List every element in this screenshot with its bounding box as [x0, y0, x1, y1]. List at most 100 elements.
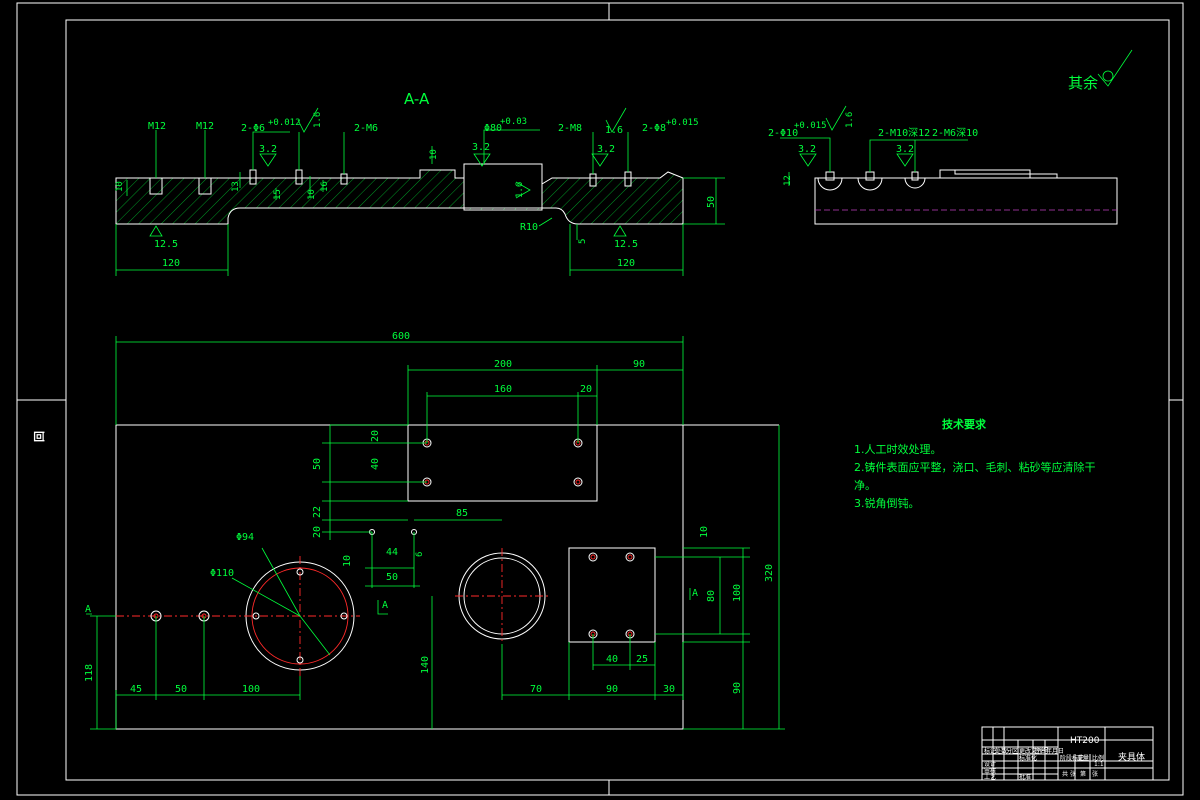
label-2m6: 2-M6	[354, 123, 378, 134]
label-2phi10: 2-Φ10	[768, 128, 798, 139]
tb-cell-11: 阶段标记	[1060, 754, 1084, 762]
note-2: 2.铸件表面应平整，浇口、毛刺、粘砂等应清除干	[854, 460, 1096, 474]
tb-cell-9: 工艺	[984, 773, 996, 781]
dim-s-r10: R10	[520, 222, 538, 233]
section-mark-right: A	[692, 588, 698, 599]
plan-view: 600 200 90 160 20 20 40 50 22 20 10 85 4…	[84, 331, 785, 730]
dim-s-120a: 120	[162, 258, 180, 269]
other-roughness: 其余	[1068, 49, 1133, 92]
section-title: A-A	[404, 90, 430, 108]
section-view: A-A M12 M12 2-Φ6 +0.012 2-M6 Φ80 +0.03 2…	[115, 90, 725, 276]
label-phi80: Φ80	[484, 123, 502, 134]
label-phi110: Φ110	[210, 568, 234, 579]
tb-cell-7: 标准化	[1019, 754, 1037, 762]
tech-notes: 技术要求 1.人工时效处理。 2.铸件表面应平整，浇口、毛刺、粘砂等应清除干 净…	[854, 417, 1096, 510]
dim-40r: 40	[606, 654, 618, 665]
tb-cell-6: 设计	[984, 760, 996, 768]
dim-s-10c: 10	[307, 189, 317, 200]
tb-cell-18: 张	[1092, 770, 1098, 778]
label-2m10: 2-M10深12	[878, 127, 930, 139]
dim-100b: 100	[242, 684, 260, 695]
label-m12-a: M12	[148, 121, 166, 132]
tb-cell-0: 标记	[984, 747, 996, 755]
tb-cell-8: 审核	[984, 767, 996, 775]
label-phi80-tol: +0.03	[500, 117, 527, 127]
dim-30: 30	[663, 684, 675, 695]
dim-50m: 50	[386, 572, 398, 583]
label-2phi6: 2-Φ6	[241, 123, 265, 134]
dim-s-5: 5	[578, 239, 588, 244]
dim-l-50: 50	[312, 458, 323, 470]
note-2-cont: 净。	[854, 478, 876, 492]
sheet-frame	[16, 2, 1184, 796]
ra-side-3-2-a: 3.2	[798, 144, 816, 155]
ra-3-2-a: 3.2	[259, 144, 277, 155]
dim-90r: 90	[732, 682, 743, 694]
ra-3-2-c: 3.2	[597, 144, 615, 155]
dim-70: 70	[530, 684, 542, 695]
side-view: 2-Φ10 +0.015 2-M10深12 2-M6深10 1.6 3.2 3.…	[768, 105, 1118, 225]
dim-6: 6	[415, 552, 425, 557]
label-2phi8-tol: +0.015	[666, 118, 699, 128]
dim-s-10a: 10	[115, 181, 125, 192]
ra-3-2-b: 3.2	[472, 142, 490, 153]
dim-320: 320	[764, 564, 775, 582]
ra-1-6-a: 1.6	[313, 112, 323, 128]
ra-12-5-b: 12.5	[614, 239, 638, 250]
dim-10r: 10	[699, 526, 710, 538]
dim-s-50: 50	[706, 196, 717, 208]
dim-l-10: 10	[342, 555, 353, 567]
tb-cell-4: 签名	[1034, 747, 1046, 755]
section-mark-left: A	[85, 604, 91, 615]
ra-12-5-a: 12.5	[154, 239, 178, 250]
dim-600: 600	[392, 331, 410, 342]
ra-1-6-c: 1.6	[515, 182, 525, 198]
dim-s-10b: 10	[429, 149, 439, 160]
dim-90b: 90	[606, 684, 618, 695]
tb-cell-17: 第	[1080, 770, 1086, 778]
dim-80r: 80	[706, 590, 717, 602]
dim-118: 118	[84, 664, 95, 682]
dim-45: 45	[130, 684, 142, 695]
dim-l-40: 40	[370, 458, 381, 470]
dim-s-13: 13	[231, 181, 241, 192]
note-3: 3.锐角倒钝。	[854, 496, 920, 510]
other-roughness-label: 其余	[1068, 74, 1098, 92]
note-1: 1.人工时效处理。	[854, 442, 942, 456]
dim-s-16: 16	[320, 181, 330, 192]
label-2phi8: 2-Φ8	[642, 123, 666, 134]
ra-side-3-2-b: 3.2	[896, 144, 914, 155]
tb-part-name: 夹具体	[1118, 751, 1145, 763]
tb-cell-2: 分区	[1006, 747, 1018, 755]
dim-50b: 50	[175, 684, 187, 695]
dim-side-12: 12	[783, 175, 793, 186]
tb-cell-10: 批准	[1019, 773, 1031, 781]
dim-100r: 100	[732, 584, 743, 602]
tb-cell-12: 重量	[1077, 754, 1089, 762]
ra-side-1-6: 1.6	[845, 112, 855, 128]
notes-title: 技术要求	[942, 417, 987, 431]
dim-20: 20	[580, 384, 592, 395]
tb-cell-14: 1:1	[1094, 761, 1104, 768]
dim-s-120b: 120	[617, 258, 635, 269]
dim-l-22: 22	[312, 506, 323, 518]
ra-1-6-b: 1.6	[605, 125, 623, 136]
tb-cell-1: 处数	[995, 747, 1007, 755]
dim-44: 44	[386, 547, 398, 558]
dim-85: 85	[456, 508, 468, 519]
tb-material: HT200	[1070, 736, 1100, 746]
tb-cell-15: 共	[1062, 770, 1068, 778]
label-m12-b: M12	[196, 121, 214, 132]
label-2m6-deep: 2-M6深10	[932, 127, 978, 139]
tb-cell-16: 张	[1070, 770, 1076, 778]
label-2phi10-tol: +0.015	[794, 121, 827, 131]
dim-l-20: 20	[370, 430, 381, 442]
dim-140: 140	[420, 656, 431, 674]
tb-cell-5: 年月日	[1046, 747, 1064, 755]
dim-s-15: 15	[273, 189, 283, 200]
margin-mark: 回	[32, 431, 46, 442]
tb-cell-13: 比例	[1092, 754, 1104, 762]
dim-160: 160	[494, 384, 512, 395]
title-block: HT200 夹具体 标记 处数 分区 更改文件号 签名 年月日 设计 标准化 审…	[981, 726, 1154, 781]
dim-90: 90	[633, 359, 645, 370]
